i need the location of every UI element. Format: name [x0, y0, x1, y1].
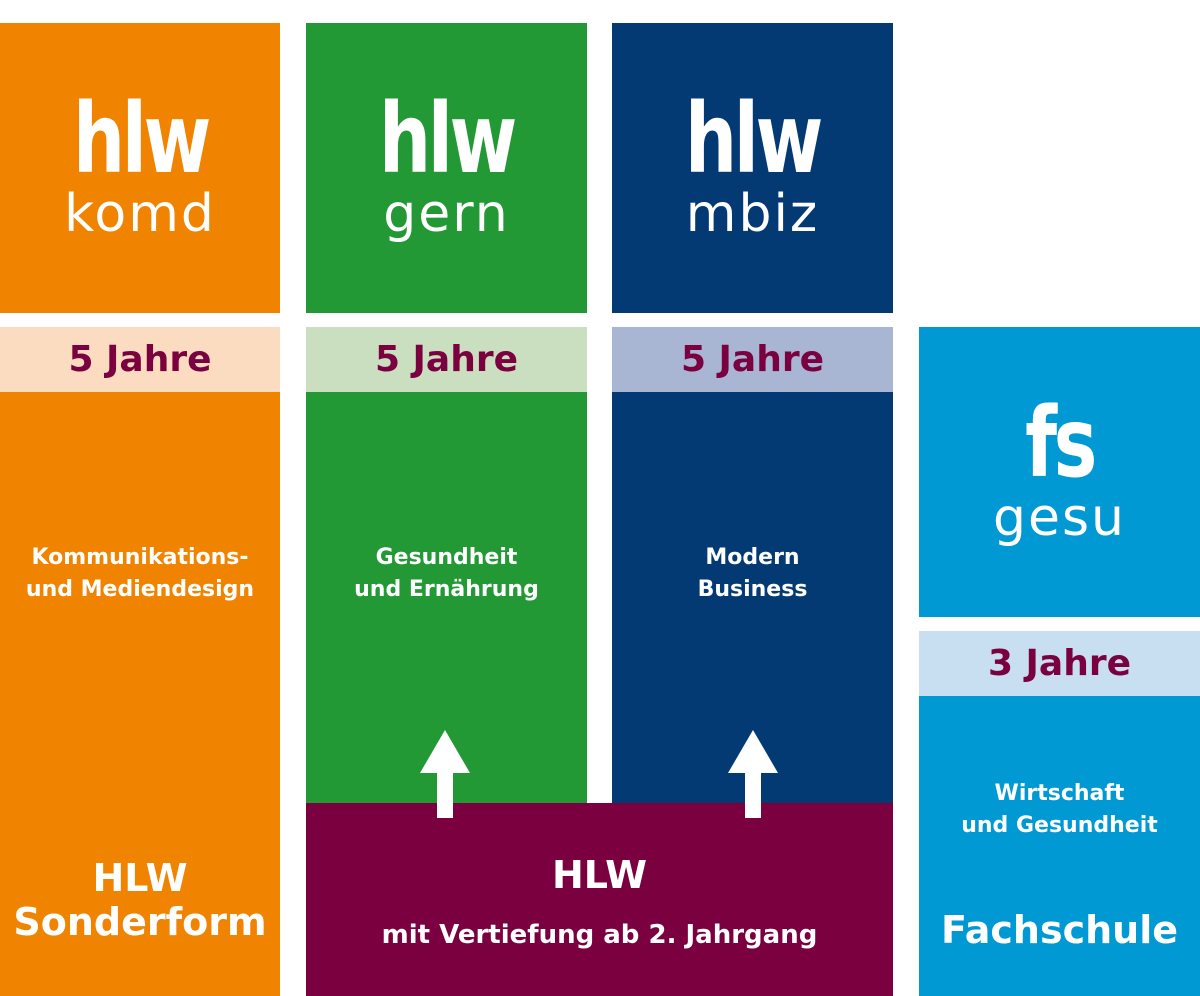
logo-komd-text: komd — [64, 184, 216, 244]
description-line: Kommunikations- — [31, 545, 249, 570]
footer-line: HLW — [92, 856, 188, 900]
logo-hlw-text: hlw — [378, 83, 517, 195]
logo-hlw-text: hlw — [684, 83, 823, 195]
duration-label: 3 Jahre — [987, 643, 1132, 684]
shared-title: HLW — [552, 853, 647, 897]
shared-subtitle: mit Vertiefung ab 2. Jahrgang — [381, 920, 818, 950]
description-line: Wirtschaft — [994, 781, 1125, 806]
footer-line: Sonderform — [13, 900, 267, 944]
program-box-gesu: Wirtschaft und Gesundheit Fachschule — [919, 696, 1200, 996]
program-description: Kommunikations- und Mediendesign — [0, 542, 280, 606]
description-line: Business — [697, 577, 808, 602]
logo-hlw-mbiz: hlw mbiz — [612, 23, 893, 313]
program-description: Modern Business — [612, 542, 893, 606]
duration-label: 5 Jahre — [374, 339, 519, 380]
program-footer: HLW Sonderform — [0, 856, 280, 944]
description-line: und Ernährung — [354, 577, 539, 602]
duration-label: 5 Jahre — [680, 339, 825, 380]
program-description: Gesundheit und Ernährung — [306, 542, 587, 606]
logo-hlw-komd: hlw komd — [0, 23, 280, 313]
program-description: Wirtschaft und Gesundheit — [919, 778, 1200, 842]
logo-hlw-gern: hlw gern — [306, 23, 587, 313]
duration-band-mbiz: 5 Jahre — [612, 327, 893, 392]
program-footer: Fachschule — [941, 908, 1178, 952]
logo-gesu-text: gesu — [992, 488, 1127, 548]
duration-band-gern: 5 Jahre — [306, 327, 587, 392]
description-line: und Gesundheit — [961, 813, 1158, 838]
description-line: und Mediendesign — [25, 577, 255, 602]
description-line: Gesundheit — [375, 545, 518, 570]
logo-gern-text: gern — [383, 184, 510, 244]
hlw-shared-box: HLW mit Vertiefung ab 2. Jahrgang — [306, 803, 893, 996]
logo-fs-gesu: fs gesu — [919, 327, 1200, 617]
duration-band-komd: 5 Jahre — [0, 327, 280, 392]
duration-band-gesu: 3 Jahre — [919, 631, 1200, 696]
arrow-up-icon — [728, 730, 778, 818]
arrow-up-icon — [420, 730, 470, 818]
program-box-komd: Kommunikations- und Mediendesign HLW Son… — [0, 392, 280, 996]
logo-hlw-text: hlw — [72, 83, 210, 195]
duration-label: 5 Jahre — [68, 339, 212, 380]
logo-fs-text: fs — [1025, 387, 1097, 499]
logo-mbiz-text: mbiz — [685, 184, 820, 244]
description-line: Modern — [705, 545, 800, 570]
